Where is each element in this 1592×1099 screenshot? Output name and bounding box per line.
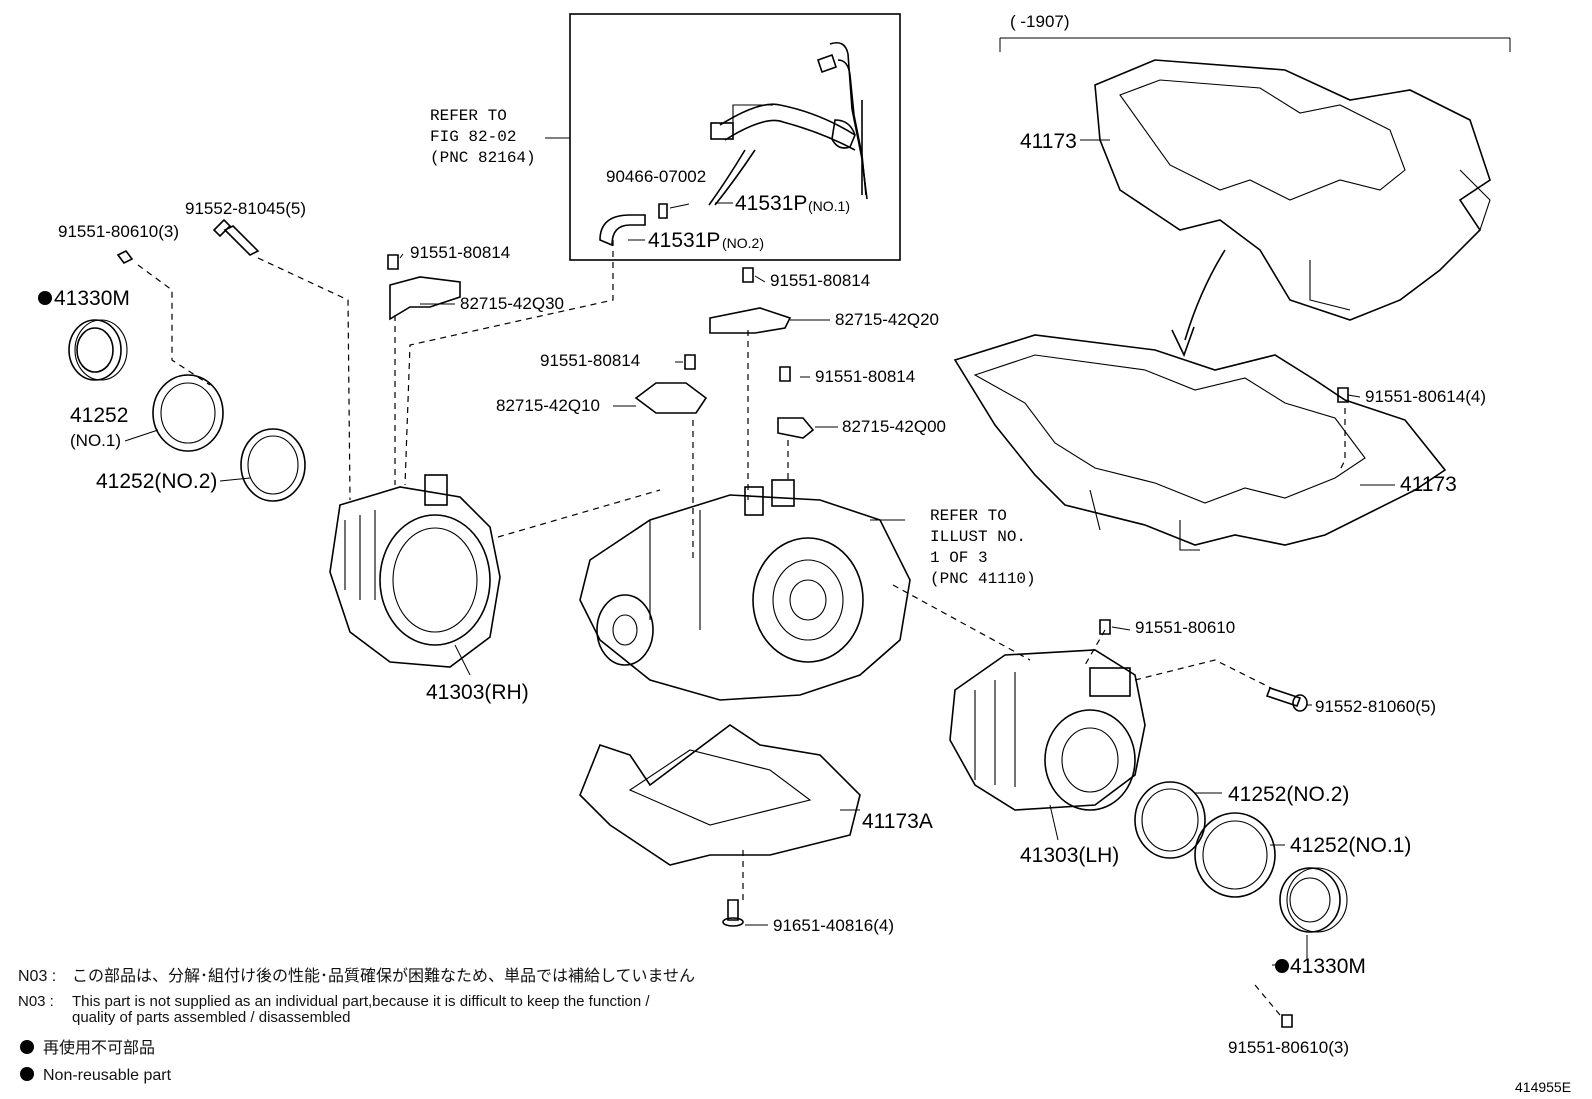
note-n03-jp-text: この部品は、分解･組付け後の性能･品質確保が困難なため、単品では補給していません <box>72 967 695 985</box>
refer-illust-line1: REFER TO <box>930 507 1007 525</box>
brackets <box>387 254 1349 439</box>
part-label-91551-80610: 91551-80610 <box>1135 618 1235 637</box>
refer-fig-line3: (PNC 82164) <box>430 149 536 167</box>
part-label-41531P-no1: 41531P <box>735 192 807 215</box>
left-seal-group <box>68 218 306 502</box>
part-label-41531P-no2: 41531P <box>648 229 720 252</box>
figure-id: 414955E <box>1515 1079 1571 1095</box>
part-label-82715-42Q20: 82715-42Q20 <box>835 310 939 329</box>
part-label-41252-no1-left: 41252 <box>70 404 128 427</box>
right-seal-group <box>1134 781 1348 1028</box>
non-reusable-marker-left <box>38 291 52 305</box>
non-reusable-marker-right <box>1275 959 1289 973</box>
part-label-41252-no1-right: 41252(NO.1) <box>1290 834 1411 857</box>
refer-illust-line2: ILLUST NO. <box>930 528 1026 546</box>
part-label-41173A: 41173A <box>862 810 933 833</box>
move-arrow <box>1171 249 1226 358</box>
housing-41303-rh <box>329 474 501 668</box>
note-n03-jp-code: N03 : <box>18 968 56 985</box>
note-n03-en-line1: This part is not supplied as an individu… <box>72 993 650 1010</box>
shield-41173A <box>579 724 861 927</box>
dashed-guides <box>137 240 1346 1016</box>
housing-41303-lh <box>949 619 1308 811</box>
transaxle-center <box>579 479 911 701</box>
legend-non-reusable-en: Non-reusable part <box>43 1067 172 1084</box>
part-label-41252-no2-left: 41252(NO.2) <box>96 470 217 493</box>
part-label-82715-42Q30: 82715-42Q30 <box>460 294 564 313</box>
part-label-41303-rh: 41303(RH) <box>426 681 529 704</box>
part-label-41330M-right: 41330M <box>1290 955 1366 978</box>
part-label-41303-lh: 41303(LH) <box>1020 844 1119 867</box>
part-label-41173-mid: 41173 <box>1400 473 1457 496</box>
part-label-91551-80610-3-top: 91551-80610(3) <box>58 222 179 241</box>
part-label-91651-40816: 91651-40816(4) <box>773 916 894 935</box>
part-label-82715-42Q10: 82715-42Q10 <box>496 396 600 415</box>
part-label-91552-81045: 91552-81045(5) <box>185 199 306 218</box>
part-label-91551-80814-d: 91551-80814 <box>815 367 915 386</box>
part-label-91551-80614: 91551-80614(4) <box>1365 387 1486 406</box>
refer-illust-line3: 1 OF 3 <box>930 549 988 567</box>
part-label-91551-80610-3-bot: 91551-80610(3) <box>1228 1038 1349 1057</box>
refer-illust-line4: (PNC 41110) <box>930 570 1036 588</box>
legend-non-reusable-marker-en <box>20 1067 34 1081</box>
part-label-91551-80814-b: 91551-80814 <box>770 271 870 290</box>
shield-41173-mid <box>953 334 1447 551</box>
part-label-41531P-no1-suffix: (NO.1) <box>808 198 850 214</box>
part-label-41173-top: 41173 <box>1020 130 1077 153</box>
legend-non-reusable-jp: 再使用不可部品 <box>43 1039 155 1057</box>
refer-fig-line1: REFER TO <box>430 107 507 125</box>
part-label-41531P-no2-suffix: (NO.2) <box>722 235 764 251</box>
part-label-82715-42Q00: 82715-42Q00 <box>842 417 946 436</box>
part-label-91551-80814-c: 91551-80814 <box>540 351 640 370</box>
refer-fig-line2: FIG 82-02 <box>430 128 516 146</box>
shield-41173-top <box>999 37 1511 321</box>
legend-non-reusable-marker-jp <box>20 1040 34 1054</box>
part-label-41252-no2-right: 41252(NO.2) <box>1228 783 1349 806</box>
note-n03-en-line2: quality of parts assembled / disassemble… <box>72 1009 350 1026</box>
harness-inset-box <box>545 13 901 261</box>
date-range-label: ( -1907) <box>1010 12 1070 31</box>
part-label-91551-80814-a: 91551-80814 <box>410 243 510 262</box>
part-label-91552-81060: 91552-81060(5) <box>1315 697 1436 716</box>
part-label-90466-07002: 90466-07002 <box>606 167 706 186</box>
part-label-41252-no1-left-suffix: (NO.1) <box>70 431 121 450</box>
leader-lines <box>124 139 1395 966</box>
note-n03-en-code: N03 : <box>18 993 54 1010</box>
part-label-41330M-left: 41330M <box>54 287 130 310</box>
